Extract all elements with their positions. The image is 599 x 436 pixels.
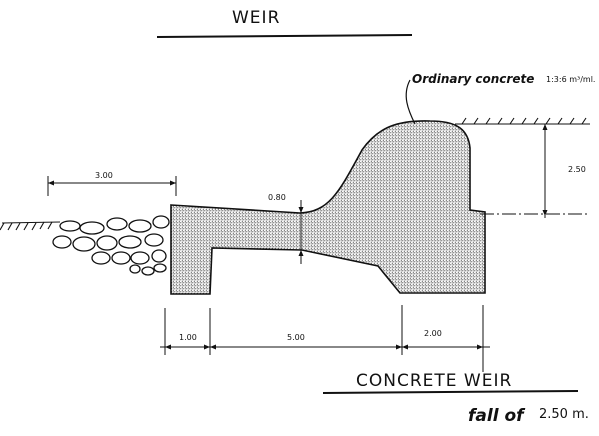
- page-title: WEIR: [232, 8, 280, 28]
- fall-text: fall of: [468, 406, 526, 426]
- caption-title: CONCRETE WEIR: [356, 371, 512, 391]
- material-label: Ordinary concrete: [412, 72, 534, 86]
- dim-heel: 2.00: [424, 329, 442, 338]
- material-spec: 1:3:6 m³/ml.: [546, 75, 595, 84]
- left-ground-hatch: [0, 221, 61, 231]
- weir-body: [170, 120, 486, 295]
- fall-value: 2.50 m.: [539, 407, 589, 422]
- material-leader-line: [405, 79, 416, 125]
- dim-crest-thickness: 0.80: [268, 193, 286, 202]
- dim-apron-length: 3.00: [95, 171, 113, 180]
- dim-fall-height: 2.50: [568, 165, 586, 174]
- title-underline: [156, 34, 413, 38]
- dim-stilling-basin: 5.00: [287, 333, 305, 342]
- dim-toe-wall: 1.00: [179, 333, 197, 342]
- riprap-rubble: [52, 215, 170, 276]
- caption-underline: [322, 390, 579, 394]
- right-ground-hatch: [455, 117, 590, 125]
